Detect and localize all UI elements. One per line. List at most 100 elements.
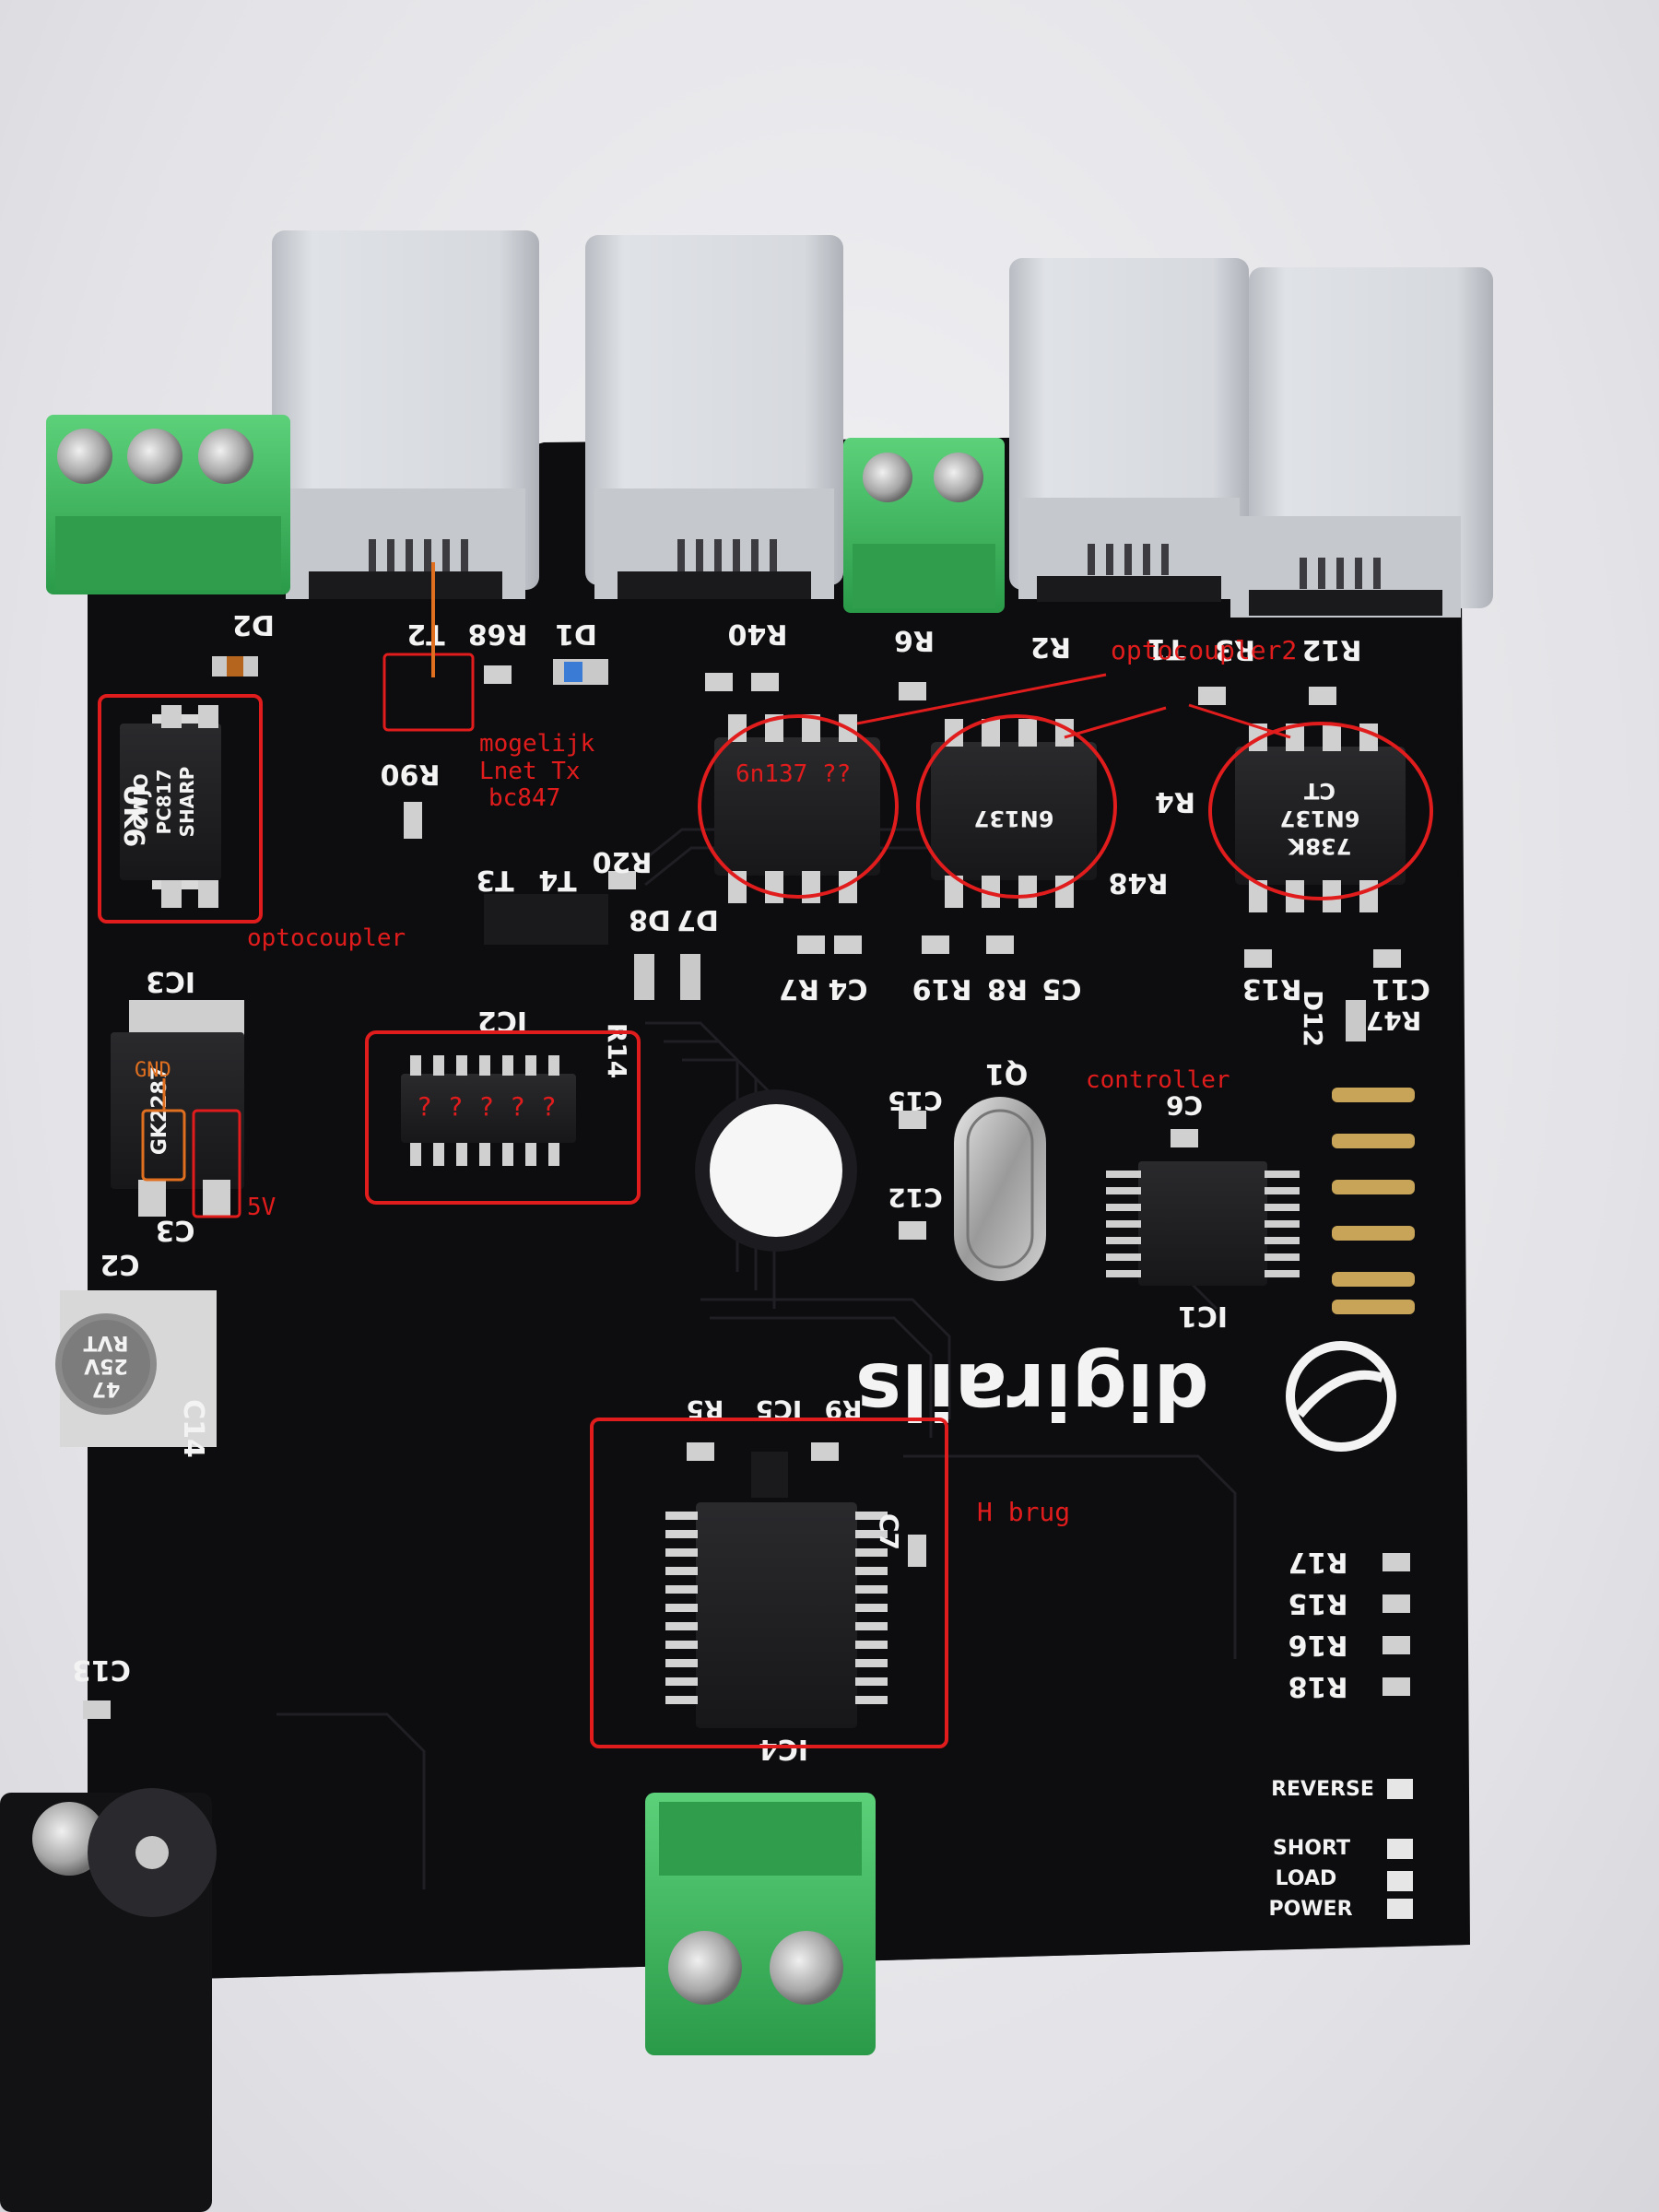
- label-r7: R7: [779, 972, 819, 1005]
- rj-jack-3: [1009, 258, 1249, 602]
- label-c2: C2: [100, 1248, 140, 1280]
- label-d1: D1: [555, 618, 597, 650]
- crystal-q1: [954, 1097, 1046, 1281]
- label-r12: R12: [1302, 633, 1362, 665]
- ic2-chip: [401, 1055, 576, 1166]
- pin-header: [1332, 1088, 1415, 1314]
- label-c11: C11: [1371, 972, 1430, 1005]
- annotation-layer: [98, 562, 1433, 1748]
- label-c15: C15: [888, 1086, 943, 1116]
- terminal-block-2pin-top: [843, 438, 1005, 613]
- smd-parts: [83, 656, 1413, 1919]
- label-q1: Q1: [985, 1057, 1028, 1089]
- label-ic4: IC4: [759, 1733, 808, 1765]
- label-c6: C6: [1166, 1090, 1203, 1121]
- opto-chip-2: 6N137: [931, 719, 1097, 908]
- line-opto2-3: [1188, 703, 1291, 739]
- uk6-optocoupler-chip: CWJO PC817 SHARP: [120, 705, 221, 908]
- label-r20: R20: [593, 845, 653, 877]
- svg-text:RVT: RVT: [84, 1331, 129, 1354]
- label-power: POWER: [1268, 1898, 1352, 1921]
- uk6-marking-3: SHARP: [176, 767, 198, 838]
- label-r13: R13: [1242, 972, 1302, 1005]
- opto-chip-1: [714, 714, 880, 903]
- mounting-hole-inner: [710, 1104, 842, 1237]
- label-c7: C7: [874, 1513, 904, 1550]
- terminal-block-2pin-bottom: [645, 1793, 876, 2055]
- label-r68: R68: [468, 618, 528, 650]
- annotation-mogelijk-1: mogelijk: [479, 730, 595, 758]
- label-c5: C5: [1042, 972, 1082, 1005]
- label-r40: R40: [728, 618, 788, 650]
- rj-jack-2: [585, 235, 843, 599]
- label-r90: R90: [381, 758, 441, 790]
- ic1-controller: [1106, 1161, 1300, 1286]
- box-ic2: [365, 1030, 641, 1205]
- label-d2: D2: [232, 608, 275, 641]
- label-ic3: IC3: [146, 965, 195, 997]
- label-ic1: IC1: [1178, 1300, 1228, 1332]
- rj-jack-1: [272, 230, 539, 599]
- uk6-marking-1: CWJO: [130, 773, 152, 830]
- label-short: SHORT: [1273, 1837, 1350, 1860]
- label-c12: C12: [888, 1182, 943, 1213]
- label-t2: T2: [406, 618, 444, 650]
- label-t4: T4: [538, 864, 576, 896]
- label-d8: D8: [629, 903, 671, 935]
- circle-6n137-1: [698, 714, 899, 899]
- annotation-controller: controller: [1086, 1066, 1230, 1094]
- opto3-marking-2: 6N137: [1280, 806, 1360, 831]
- electrolytic-capacitor: 47 25V RVT: [55, 1290, 217, 1447]
- annotation-mogelijk-2: Lnet Tx: [479, 758, 581, 785]
- opto3-marking-1: 738K: [1287, 833, 1351, 859]
- label-reverse: REVERSE: [1271, 1778, 1374, 1801]
- digirails-logo-icon: [1286, 1341, 1396, 1452]
- label-r48: R48: [1109, 866, 1169, 899]
- label-t3: T3: [476, 864, 513, 896]
- box-uk6: [98, 694, 263, 924]
- uk6-marking-2: PC817: [153, 769, 175, 834]
- label-r47: R47: [1366, 1006, 1422, 1036]
- digirails-brand: digirails: [855, 1341, 1396, 1452]
- box-t2: [382, 653, 475, 732]
- label-c3: C3: [156, 1214, 195, 1246]
- annotation-optocoupler2: optocoupler2: [1111, 635, 1297, 665]
- annotation-gnd: GND: [135, 1059, 171, 1082]
- annotation-5v: 5V: [247, 1194, 276, 1221]
- label-r8: R8: [987, 972, 1028, 1005]
- label-c13: C13: [72, 1653, 131, 1686]
- label-t1: T1: [1147, 632, 1184, 665]
- box-hbridge: [590, 1418, 948, 1748]
- terminal-block-3pin: [46, 415, 290, 594]
- label-r18: R18: [1288, 1670, 1348, 1702]
- circle-6n137-3: [1208, 722, 1433, 900]
- dc-barrel-jack: [0, 1788, 217, 2212]
- annotation-optocoupler: optocoupler: [247, 924, 406, 952]
- ic3-regulator: GK2287: [111, 1000, 244, 1217]
- label-uk6: UK6: [117, 784, 149, 847]
- label-r3: R3: [1215, 633, 1255, 665]
- ic4-hbridge: [665, 1502, 888, 1728]
- label-r19: R19: [912, 972, 972, 1005]
- led-labels: REVERSE SHORT LOAD POWER: [1268, 1778, 1373, 1921]
- label-r4: R4: [1155, 785, 1195, 818]
- label-r17: R17: [1288, 1546, 1348, 1578]
- label-load: LOAD: [1276, 1867, 1337, 1890]
- label-r16: R16: [1288, 1629, 1348, 1661]
- label-r2: R2: [1030, 630, 1071, 663]
- circle-6n137-2: [916, 714, 1117, 899]
- rj-jack-4: [1230, 267, 1493, 618]
- annotation-h-brug: H brug: [977, 1497, 1070, 1527]
- annotation-unknown-chip: ? ? ? ? ?: [417, 1091, 557, 1122]
- svg-text:47: 47: [92, 1377, 121, 1400]
- label-d12: D12: [1298, 990, 1328, 1047]
- label-c14: C14: [177, 1399, 209, 1458]
- silkscreen-labels: D2 T2 R68 D1 R40 R6 R2 R3 R12 T1 R90 UK6…: [72, 608, 1430, 1765]
- annotation-6n137: 6n137 ??: [735, 760, 851, 788]
- opto2-marking: 6N137: [974, 806, 1054, 831]
- box-5v: [192, 1109, 241, 1218]
- label-d7: D7: [677, 903, 719, 935]
- label-r6: R6: [894, 624, 935, 656]
